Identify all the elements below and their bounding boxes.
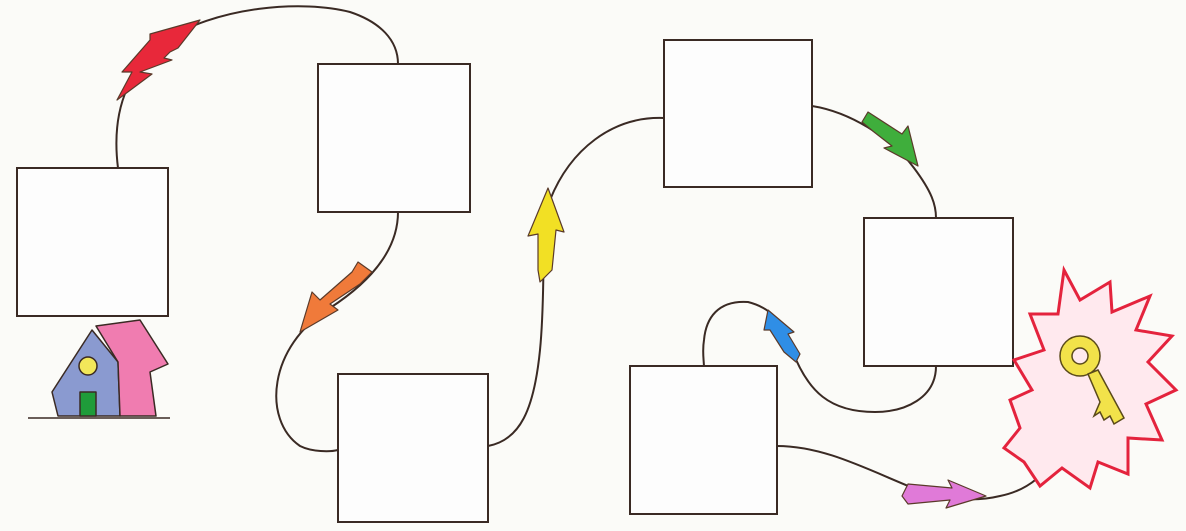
- connector-box2-box3: [275, 211, 399, 453]
- box-6: [629, 365, 778, 515]
- arrow-1-red: [116, 19, 201, 101]
- key-icon: [1059, 335, 1126, 426]
- key-bow-hole: [1071, 347, 1089, 365]
- box-4: [663, 39, 813, 188]
- box-2: [317, 63, 471, 213]
- house-icon: [28, 319, 170, 419]
- arrow-6-pink: [901, 479, 987, 509]
- box-1: [16, 167, 169, 317]
- arrow-4-green: [861, 111, 919, 167]
- boxes: [16, 39, 1014, 523]
- arrow-3-yellow: [527, 187, 565, 283]
- key-blade: [1087, 369, 1126, 426]
- house-window: [78, 356, 98, 376]
- connector-box1-box2: [115, 5, 399, 169]
- arrow-2-orange: [299, 261, 373, 333]
- key-burst: [1001, 265, 1179, 491]
- box-3: [337, 373, 489, 523]
- box-5: [863, 217, 1014, 367]
- arrows: [116, 19, 987, 509]
- house-roof: [95, 319, 169, 417]
- house-door: [79, 391, 97, 417]
- arrow-5-blue: [763, 309, 801, 363]
